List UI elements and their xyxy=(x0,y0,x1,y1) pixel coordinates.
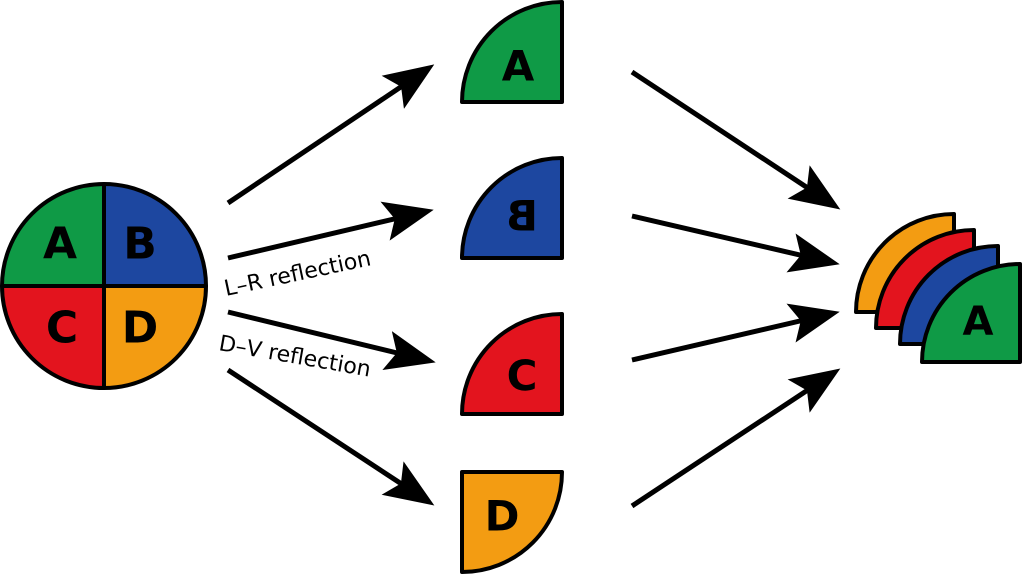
arrow-from-a xyxy=(630,69,841,210)
arrow-from-b xyxy=(631,213,840,273)
piece-a-letter: A xyxy=(502,42,535,91)
stack-layer-green xyxy=(920,262,1022,364)
arrow-to-d xyxy=(226,367,435,506)
quadrant-d xyxy=(102,284,208,390)
quadrant-b xyxy=(102,182,208,288)
quadrant-a xyxy=(0,182,106,288)
piece-b-letter: B xyxy=(506,192,538,241)
arrow-to-a xyxy=(226,64,435,206)
piece-d-letter: D xyxy=(485,492,520,541)
quadrant-c-letter: C xyxy=(46,303,78,354)
arrow-to-c xyxy=(227,309,436,371)
piece-b: B xyxy=(460,156,564,260)
arrow-from-d xyxy=(630,368,841,509)
stack-top-letter: A xyxy=(963,299,994,345)
quadrant-a-letter: A xyxy=(43,219,77,270)
quadrant-d-letter: D xyxy=(122,303,159,354)
source-circle: A B C D xyxy=(0,182,208,390)
piece-d: D xyxy=(460,470,564,574)
stacked-result: A xyxy=(854,212,1022,364)
quadrant-b-letter: B xyxy=(123,219,157,270)
arrow-from-c xyxy=(631,303,840,363)
quadrant-c xyxy=(0,284,106,390)
piece-c: C xyxy=(460,312,564,416)
piece-c-letter: C xyxy=(507,350,538,399)
piece-a: A xyxy=(460,0,564,104)
arrow-to-b xyxy=(227,201,434,261)
